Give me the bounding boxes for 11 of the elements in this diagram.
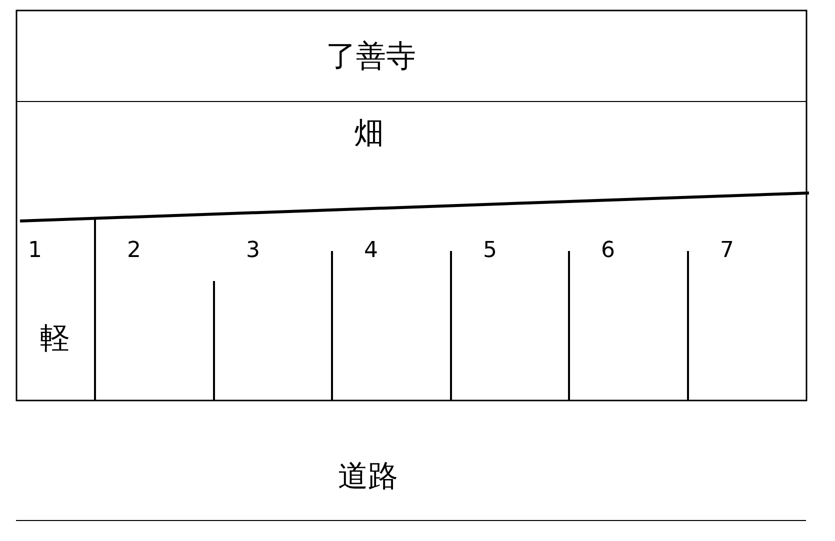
temple-label: 了善寺 (326, 38, 416, 76)
field-label: 畑 (354, 115, 384, 153)
road-label: 道路 (338, 458, 398, 496)
lot-number: 3 (246, 238, 260, 263)
lot-number: 1 (28, 238, 42, 263)
lot-number: 4 (364, 238, 378, 263)
lot-label: 軽 (40, 320, 70, 358)
lot-number: 7 (720, 238, 734, 263)
lot-number: 6 (601, 238, 615, 263)
lot-number: 2 (127, 238, 141, 263)
lot-number: 5 (483, 238, 497, 263)
